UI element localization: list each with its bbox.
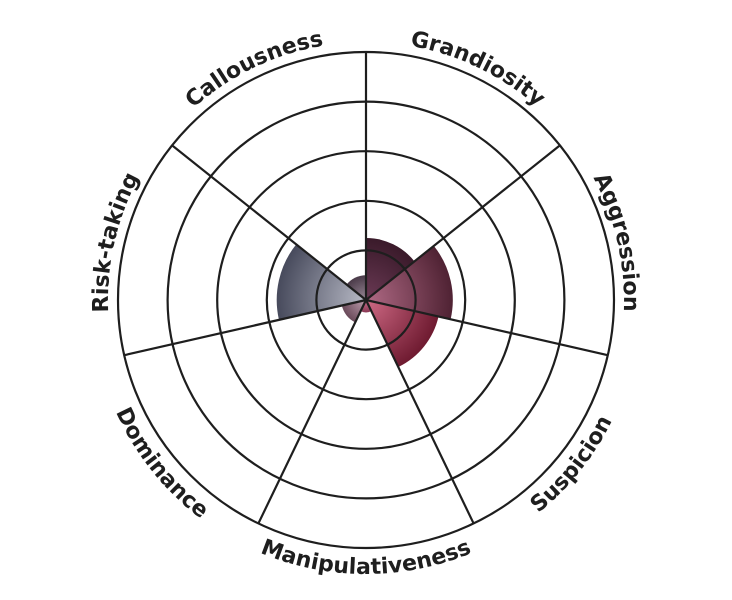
category-label: Grandiosity [409,27,550,112]
category-label-text: Callousness [181,27,325,113]
category-label: Aggression [588,169,643,312]
category-label: Suspicion [526,412,618,518]
sectors [276,238,453,368]
grid-spoke [171,144,367,301]
category-label: Risk-taking [89,168,145,312]
grid-spoke [365,299,475,524]
sector-aggression [366,245,453,320]
sector-grandiosity [366,238,415,300]
grid-spoke [365,298,609,357]
category-label: Callousness [181,27,325,113]
grid-spoke [123,298,367,357]
category-label-text: Aggression [588,169,643,312]
sector-manipulativeness [360,300,372,313]
sector-callousness [346,275,366,300]
grid [116,50,616,550]
category-label: Dominance [110,404,213,524]
category-label-text: Grandiosity [409,27,550,112]
grid-spoke [365,144,561,301]
category-label-text: Dominance [110,404,213,524]
sector-risk-taking [276,244,366,320]
category-label-text: Suspicion [526,412,618,518]
sector-dominance [341,300,366,323]
grid-spoke [257,299,367,524]
category-label-text: Manipulativeness [258,535,475,580]
category-label-text: Risk-taking [89,168,145,312]
category-label: Manipulativeness [258,535,475,580]
